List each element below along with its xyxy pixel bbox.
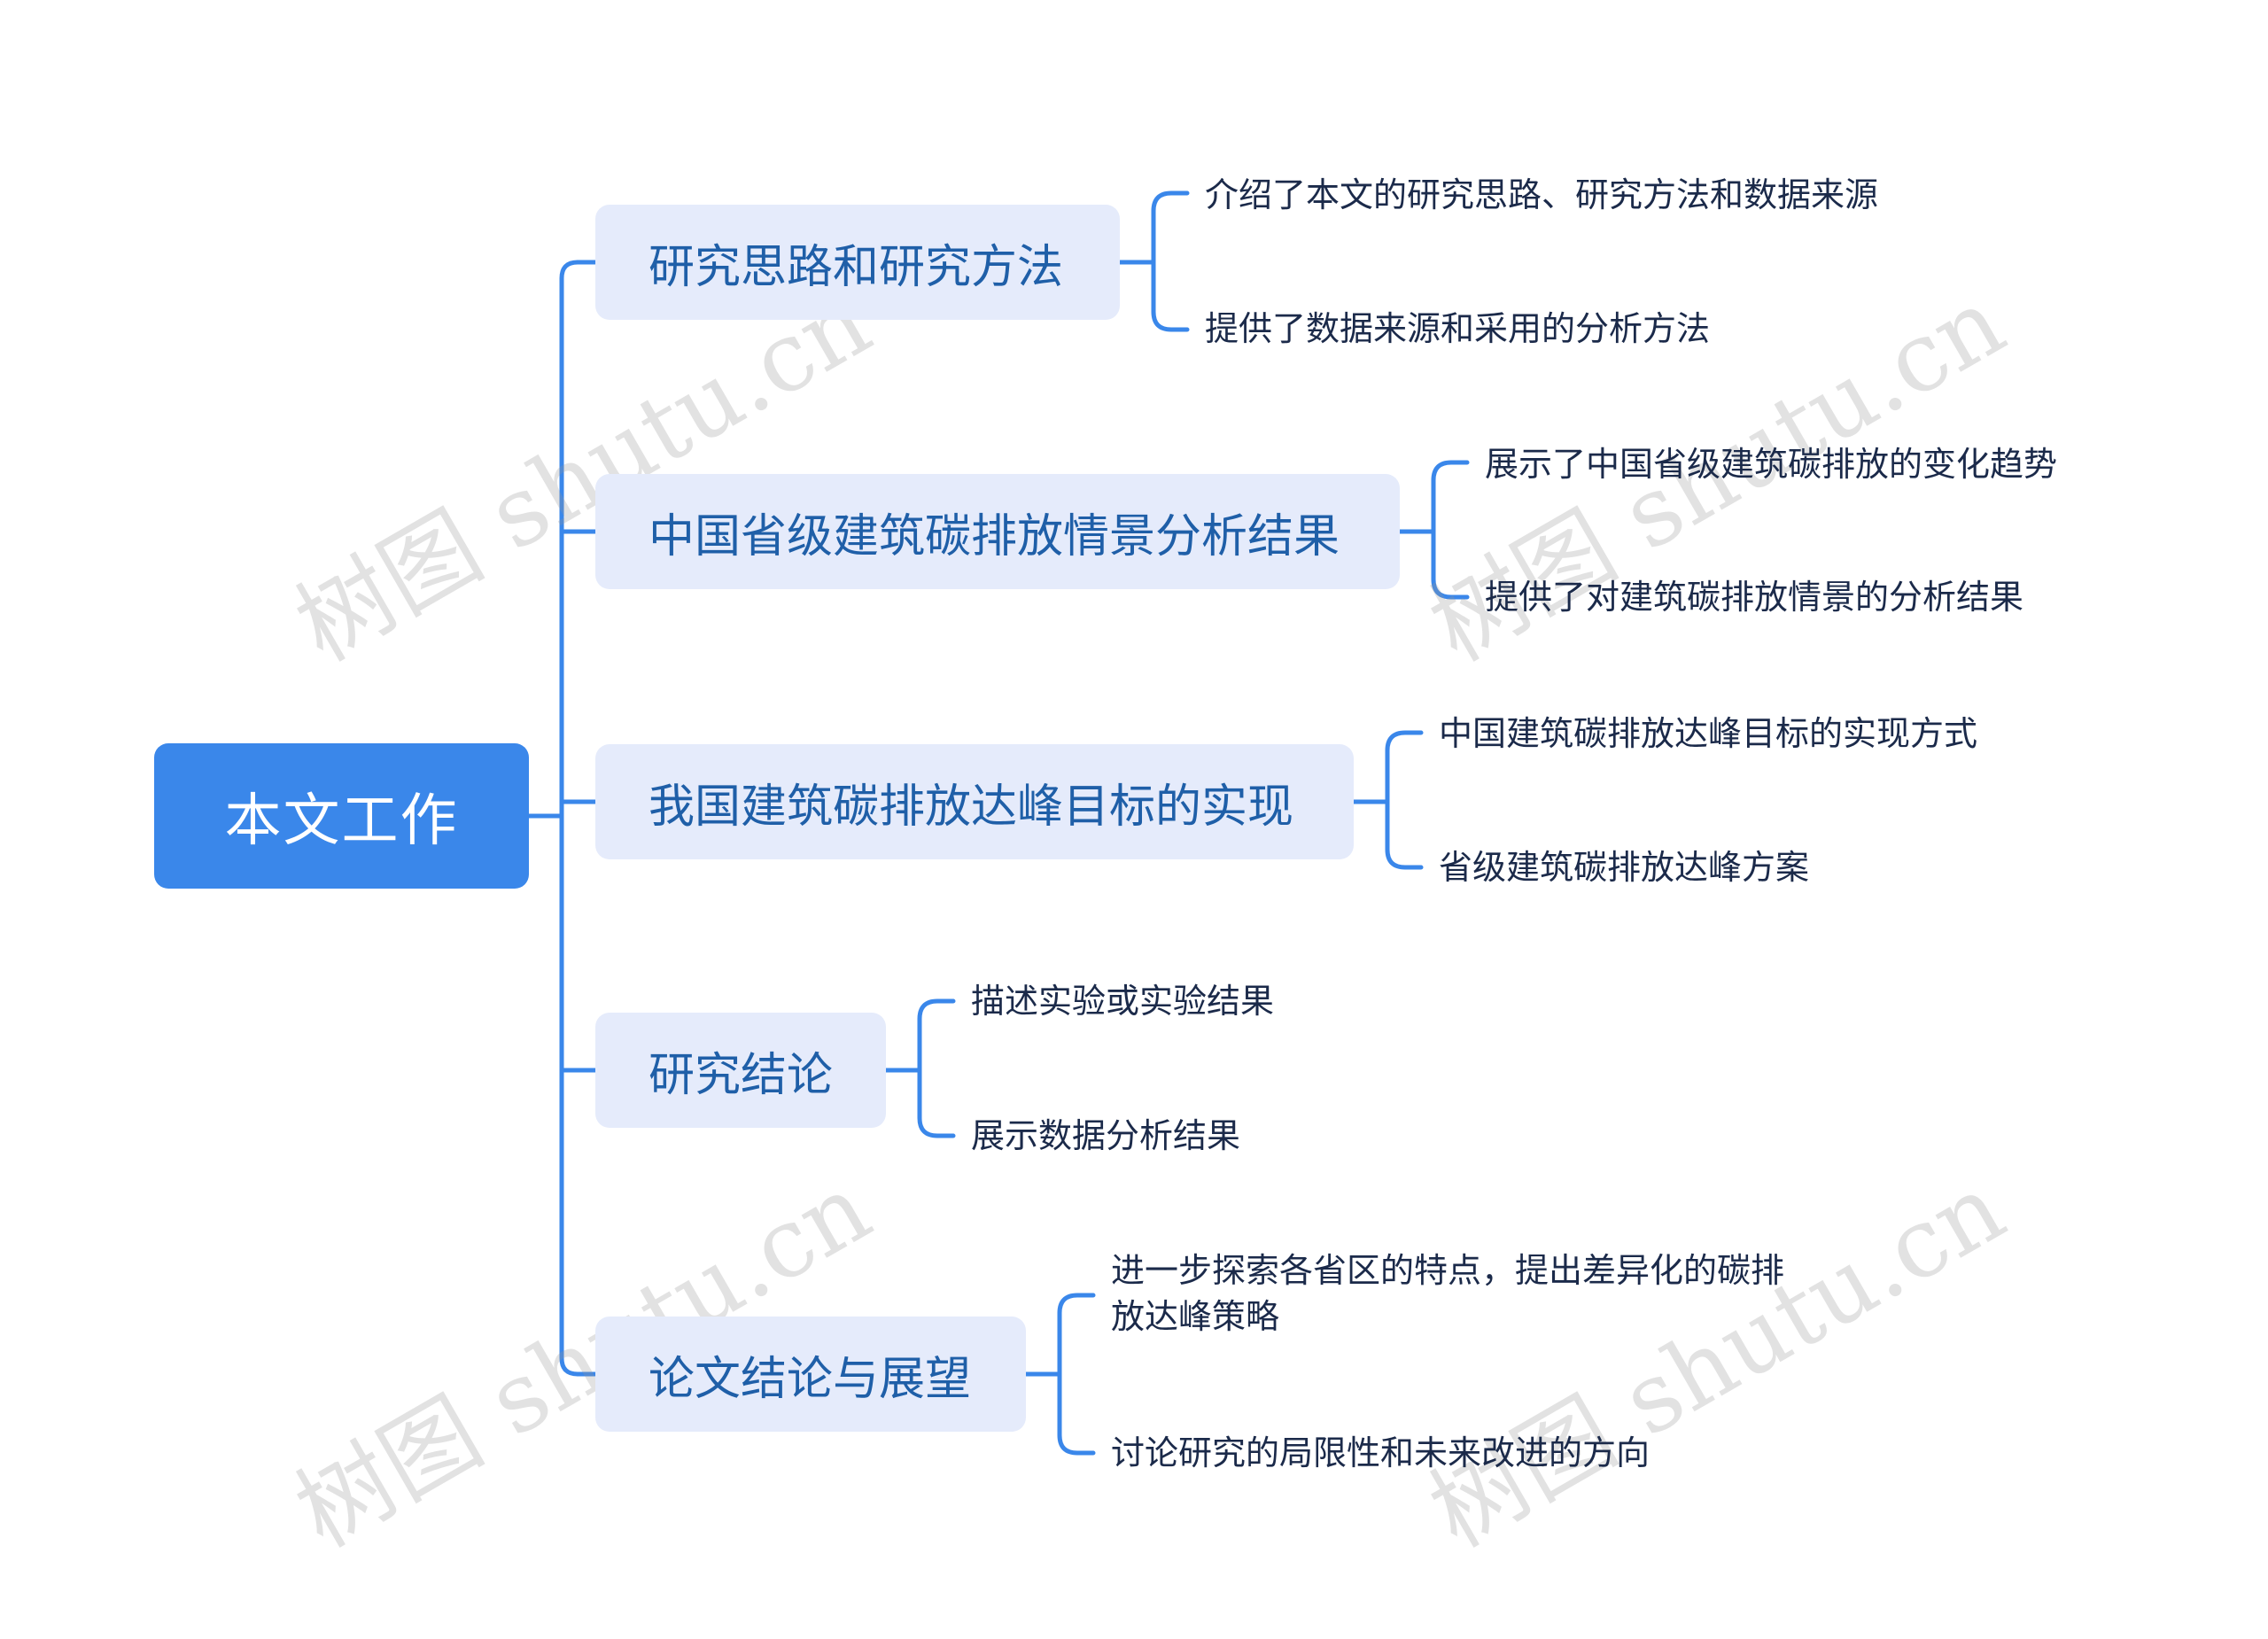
leaf-text-line: 放达峰策略 [1111,1297,1280,1336]
leaf-topic[interactable]: 展示数据分析结果 [971,1116,1241,1155]
leaf-topic[interactable]: 中国建筑碳排放达峰目标的实现方式 [1439,714,1978,753]
root-topic[interactable]: 本文工作 [154,743,529,889]
bracket-3 [1351,730,1424,870]
bracket-4 [883,998,956,1138]
leaf-topic[interactable]: 展示了中国省级建筑碳排放的变化趋势 [1485,445,2058,484]
branch-topic-peak-target[interactable]: 我国建筑碳排放达峰目标的实现 [595,744,1354,859]
leaf-topic[interactable]: 讨论研究的局限性和未来改进的方向 [1111,1433,1651,1472]
leaf-text-line: 进一步探索各省区的特点，提出差异化的碳排 [1111,1251,1785,1290]
bracket-2 [1397,460,1470,600]
leaf-topic[interactable]: 提供了对建筑碳排放情景的分析结果 [1485,578,2024,617]
leaf-topic[interactable]: 省级建筑碳排放达峰方案 [1439,848,1810,887]
branch-topic-conclusions[interactable]: 研究结论 [595,1013,886,1128]
leaf-topic[interactable]: 提供了数据来源和采用的分析方法 [1205,309,1711,348]
branch-topic-outlook[interactable]: 论文结论与展望 [595,1317,1026,1432]
leaf-topic[interactable]: 进一步探索各省区的特点，提出差异化的碳排 放达峰策略 [1111,1247,1784,1340]
leaf-topic[interactable]: 介绍了本文的研究思路、研究方法和数据来源 [1205,175,1879,214]
branch-topic-research-approach[interactable]: 研究思路和研究方法 [595,205,1120,320]
branch-topic-scenario-analysis[interactable]: 中国省级建筑碳排放情景分析结果 [595,474,1400,589]
trunk-line [559,260,580,1377]
bracket-5 [1023,1293,1096,1456]
bracket-1 [1117,190,1190,332]
leaf-topic[interactable]: 描述实验或实验结果 [971,982,1275,1021]
